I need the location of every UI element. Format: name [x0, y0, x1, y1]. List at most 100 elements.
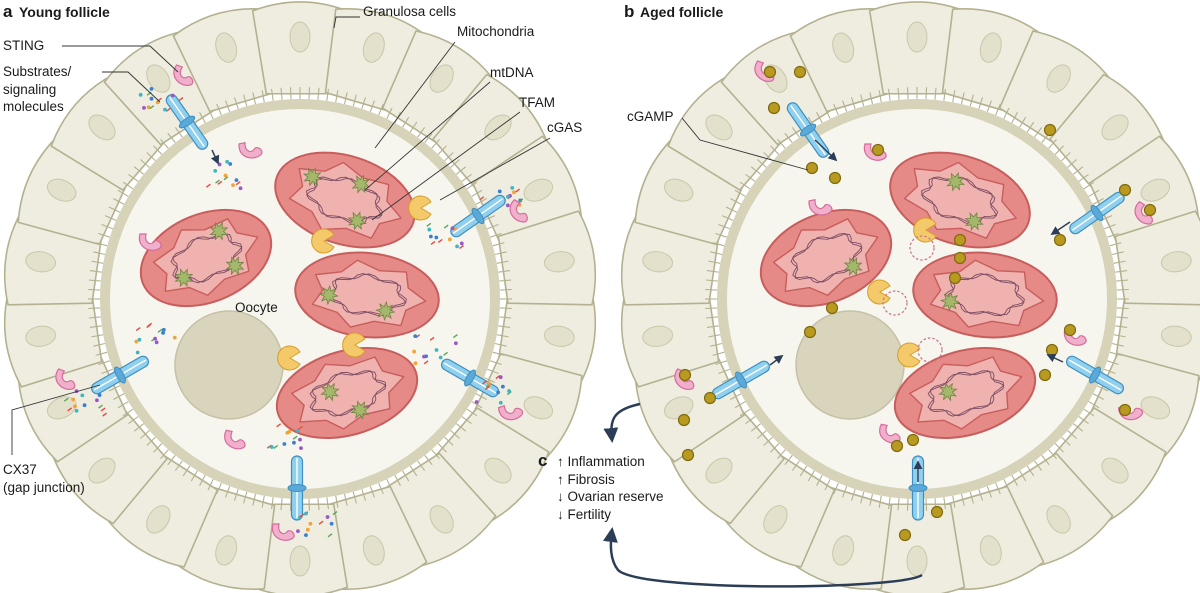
sting-group-a [55, 64, 528, 541]
microvillus [1067, 159, 1078, 168]
microvillus [816, 474, 823, 486]
microvillus [261, 90, 265, 103]
channel-joint [735, 371, 747, 389]
signaling-molecule [71, 397, 76, 402]
leader-mtdna [364, 81, 491, 191]
microvillus [710, 251, 723, 256]
granulosa-nucleus [523, 178, 554, 202]
microvillus [1003, 478, 1010, 491]
microvillus [745, 416, 756, 425]
granulosa-cell [1114, 210, 1200, 306]
microvillus [424, 132, 433, 143]
signaling-molecule [74, 408, 79, 413]
label-substrates-line3: molecules [3, 99, 64, 114]
tfam-star [347, 211, 367, 231]
panel-c-letter: c [538, 451, 547, 470]
microvillus [745, 173, 756, 182]
microvillus [807, 470, 815, 482]
cgas-protein [311, 228, 335, 254]
microvillus [756, 159, 767, 168]
microvillus [784, 132, 793, 143]
microvillus [712, 242, 725, 247]
microvillus [461, 173, 472, 182]
microvillus [160, 449, 169, 460]
granulosa-nucleus [642, 325, 674, 347]
signaling-molecule [507, 389, 511, 393]
signaling-molecule [163, 107, 167, 112]
signaling-molecule [304, 511, 308, 516]
microvillus [317, 498, 320, 511]
microvillus [252, 493, 257, 506]
signaling-molecule [82, 403, 87, 408]
microvillus [850, 97, 856, 109]
microvillus [280, 498, 283, 511]
cx37-gap-junction [711, 360, 771, 400]
microvillus [777, 449, 786, 460]
signaling-molecule [305, 527, 310, 532]
panel-a-letter: a [3, 2, 13, 21]
microvillus [431, 138, 440, 149]
signaling-molecule [138, 92, 143, 97]
mtdna-strand [927, 370, 1005, 417]
signaling-molecule [157, 328, 163, 333]
microvillus [101, 223, 113, 230]
microvillus [1061, 152, 1071, 162]
microvillus [146, 436, 156, 446]
microvillus [1073, 423, 1084, 432]
microvillus [770, 443, 780, 453]
microvillus [721, 215, 734, 221]
sting-protein [808, 199, 833, 216]
granulosa-nucleus [663, 178, 694, 202]
microvillus [270, 88, 274, 101]
arrow-from-follicle [602, 527, 923, 588]
granulosa-nucleus [146, 505, 171, 534]
signaling-molecule [80, 393, 85, 398]
leader-substrates [102, 71, 161, 103]
transport-arrow [1046, 353, 1064, 363]
microvillus [712, 351, 725, 356]
label-cgas: cGAS [547, 120, 582, 135]
cgamp-molecule [703, 391, 717, 405]
microvillus [108, 385, 121, 392]
microvillus [978, 97, 984, 109]
microvillus [1115, 269, 1128, 273]
channel-joint [471, 207, 485, 225]
signaling-molecule [481, 380, 487, 385]
microvillus [95, 242, 108, 247]
granulosa-nucleus [88, 457, 116, 484]
microvillus [93, 251, 106, 256]
microvillus [841, 486, 848, 498]
microvillus [487, 368, 499, 375]
tfam-star [964, 211, 984, 232]
microvillus [450, 159, 461, 168]
signaling-molecule [484, 385, 490, 391]
microvillus [471, 401, 483, 409]
microvillus [394, 474, 401, 486]
microvillus [252, 92, 257, 105]
sting-protein [138, 233, 162, 251]
signaling-molecule [161, 327, 166, 332]
sting-protein [238, 142, 263, 159]
microvillus [456, 423, 467, 432]
microvillus [466, 181, 478, 190]
microvillus [1078, 173, 1089, 182]
microvillus [361, 97, 367, 109]
mitochondria-group-a [139, 151, 440, 439]
microvillus [91, 334, 104, 338]
microvillus [207, 478, 214, 491]
microvillus [139, 430, 150, 439]
microvillus [487, 223, 499, 230]
cx37-gap-junction [90, 355, 150, 395]
cx37-gap-junction [908, 455, 928, 521]
microvillus [750, 166, 761, 175]
microvillus [925, 498, 928, 511]
microvillus [1104, 368, 1116, 375]
leader-cx37 [11, 384, 101, 455]
microvillus [326, 497, 330, 510]
label-substrates-line1: Substrates/ [3, 64, 72, 79]
microvillus [1109, 351, 1122, 356]
signaling-molecule [437, 238, 443, 244]
channel-joint [908, 484, 928, 492]
tfam-star [350, 174, 371, 194]
leader-sting [62, 45, 179, 73]
